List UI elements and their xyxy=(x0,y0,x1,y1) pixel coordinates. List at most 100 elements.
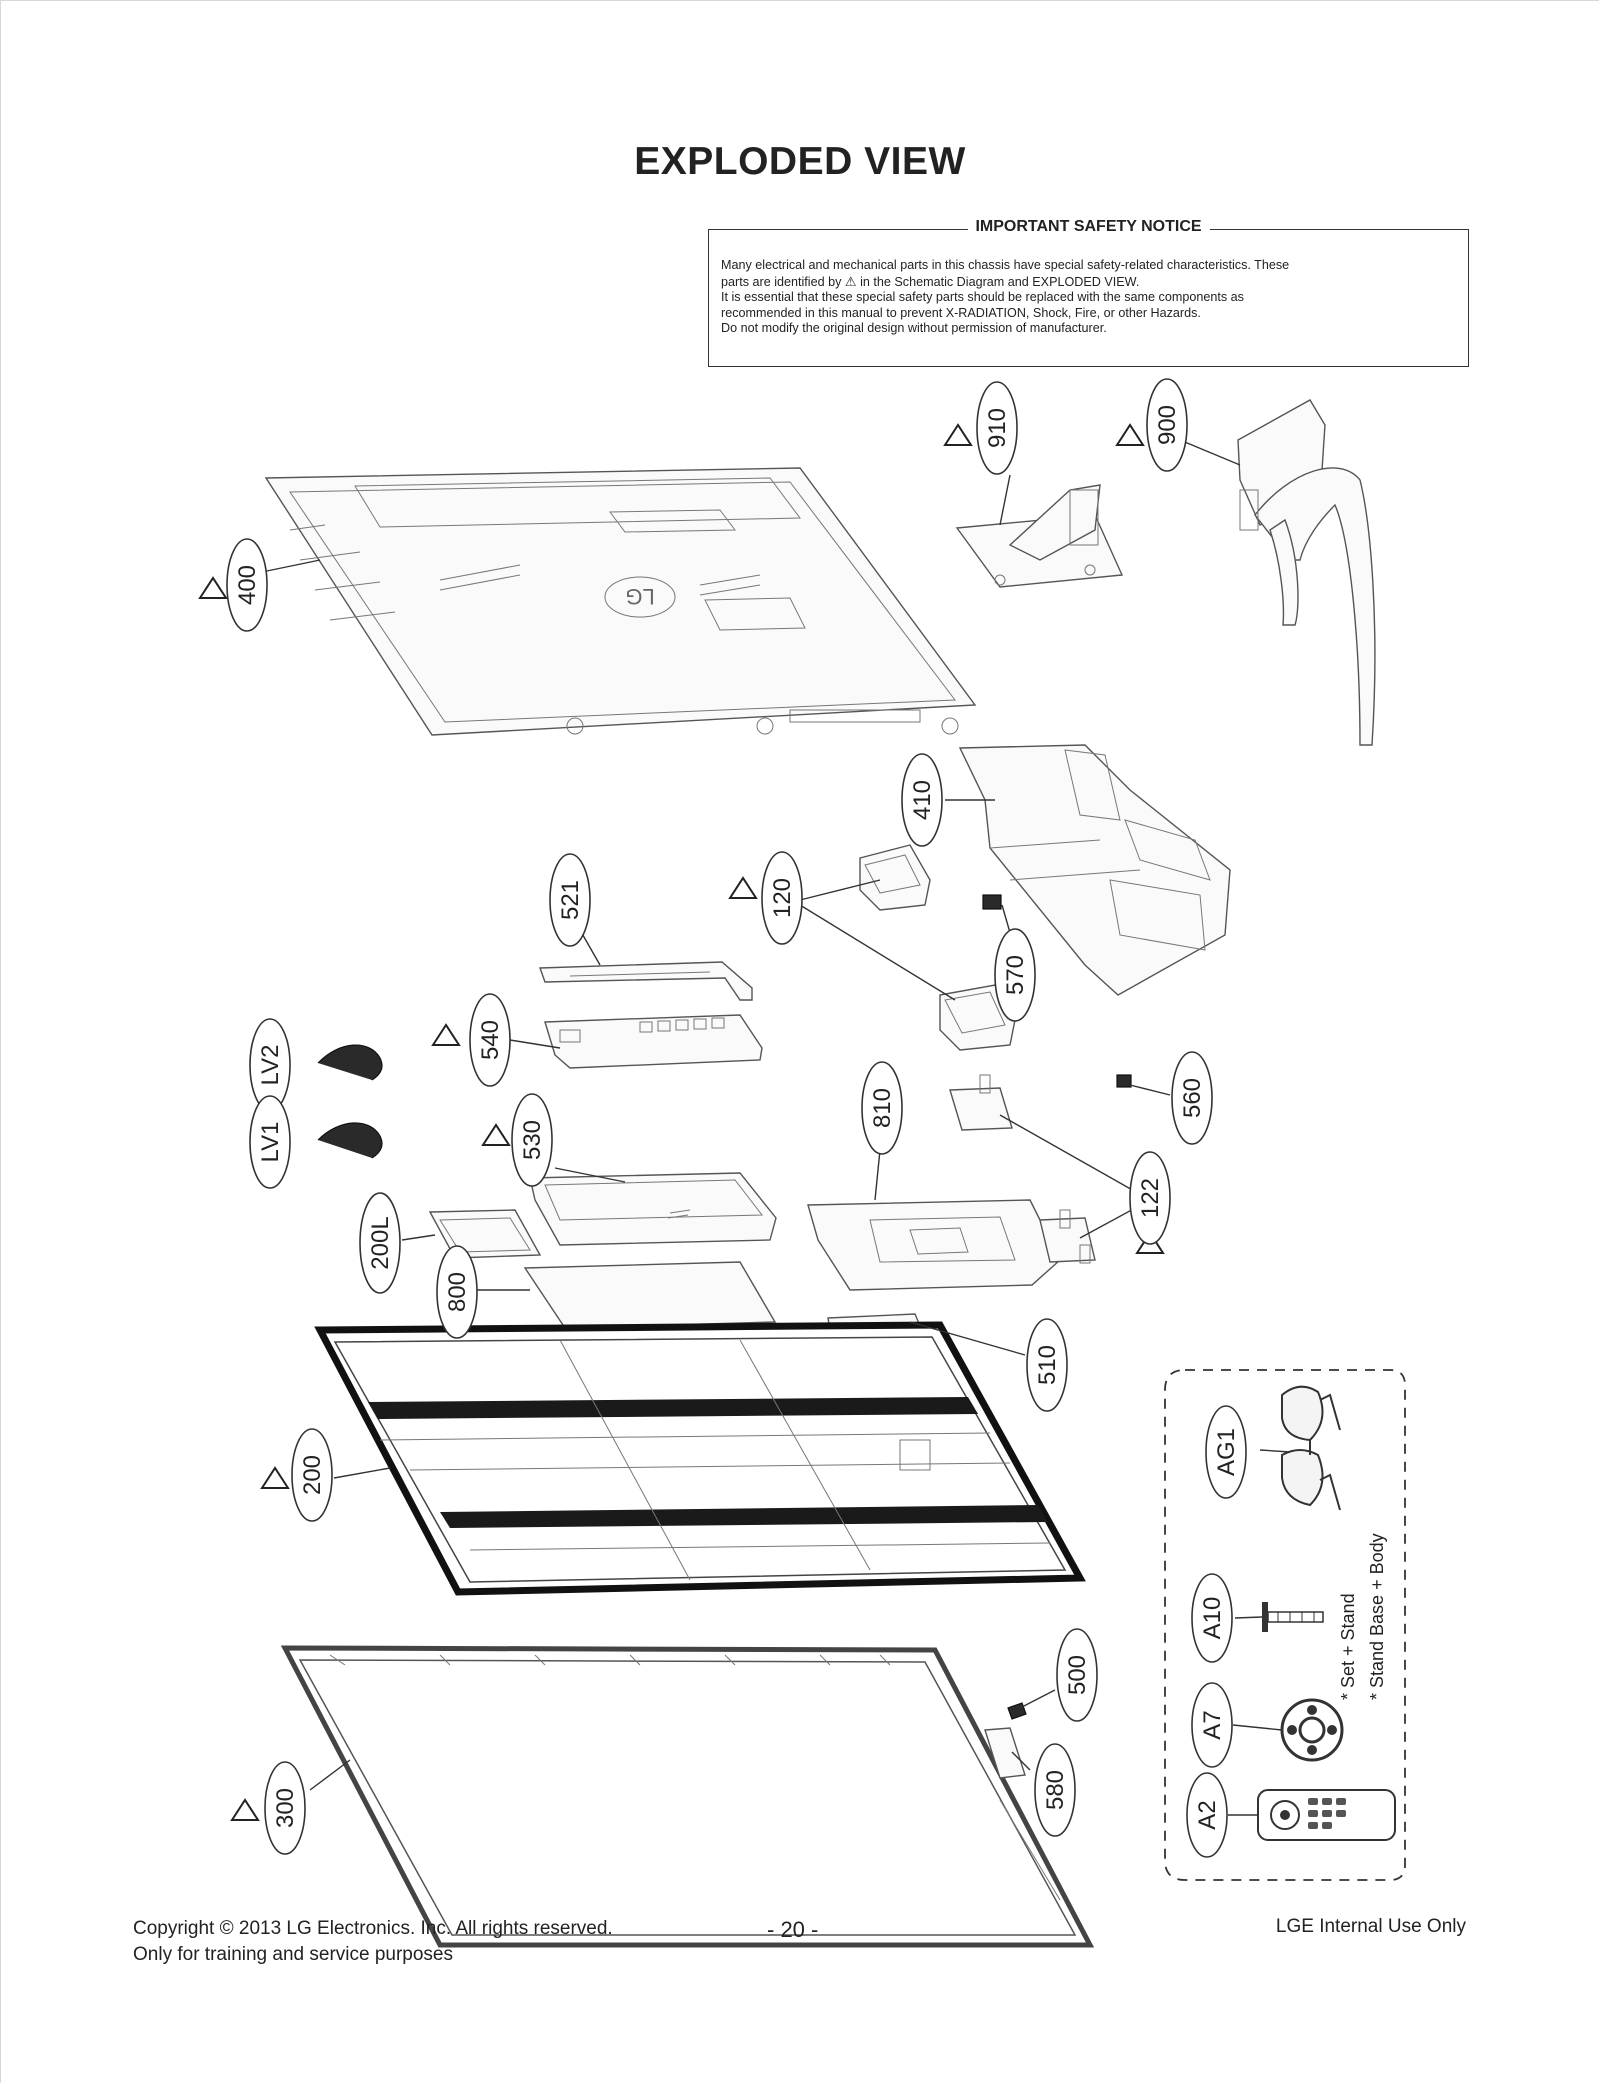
part-910-stand-neck xyxy=(955,484,1124,588)
footer-copyright: Copyright © 2013 LG Electronics. Inc. Al… xyxy=(133,1918,613,1939)
warning-icon-300 xyxy=(230,1798,260,1821)
callout-a7: A7 xyxy=(1191,1682,1233,1768)
part-540-main-board xyxy=(544,1014,763,1069)
callout-a10: A10 xyxy=(1191,1573,1233,1663)
svg-text:400: 400 xyxy=(234,565,261,605)
page-title: EXPLODED VIEW xyxy=(634,140,966,183)
safety-notice-box: IMPORTANT SAFETY NOTICE Many electrical … xyxy=(708,218,1469,367)
safety-notice-heading: IMPORTANT SAFETY NOTICE xyxy=(967,218,1210,236)
part-lv1-cable xyxy=(317,1122,383,1159)
callout-410: 410 xyxy=(901,753,943,847)
part-200-module-frame xyxy=(314,1321,1086,1596)
svg-text:120: 120 xyxy=(769,878,796,918)
part-200l-module xyxy=(428,1209,542,1259)
callout-a2: A2 xyxy=(1186,1772,1228,1858)
footer-page-number: - 20 - xyxy=(767,1917,819,1942)
accessory-note-stand-base: * Stand Base + Body xyxy=(1367,1533,1387,1700)
part-120-speakers xyxy=(859,844,1016,1051)
svg-text:200: 200 xyxy=(299,1455,326,1495)
notice-line-1: Many electrical and mechanical parts in … xyxy=(721,258,1290,272)
callout-810: 810 xyxy=(861,1061,903,1155)
callout-521: 521 xyxy=(549,853,591,947)
callout-122: 122 xyxy=(1129,1151,1171,1245)
part-521-bracket xyxy=(539,961,753,1001)
warning-icon-540 xyxy=(431,1023,461,1046)
callout-ag1: AG1 xyxy=(1205,1405,1247,1499)
part-900-stand xyxy=(1237,399,1376,746)
part-580-board xyxy=(984,1727,1026,1779)
svg-text:200L: 200L xyxy=(367,1216,394,1269)
warning-triangle-icon: ⚠ xyxy=(844,273,857,289)
svg-text:521: 521 xyxy=(557,880,584,920)
warning-icon-910 xyxy=(943,423,973,446)
svg-text:570: 570 xyxy=(1002,955,1029,995)
notice-line-2-post: in the Schematic Diagram and EXPLODED VI… xyxy=(860,274,1140,289)
notice-line-5: Do not modify the original design withou… xyxy=(721,321,1107,335)
callout-510: 510 xyxy=(1026,1318,1068,1412)
footer-left: Copyright © 2013 LG Electronics. Inc. Al… xyxy=(133,1916,613,1968)
accessories-box xyxy=(1164,1369,1406,1881)
warning-icon-900 xyxy=(1115,423,1145,446)
a7-knob-icon xyxy=(1280,1698,1344,1762)
part-lv2-cable xyxy=(317,1044,383,1081)
svg-text:810: 810 xyxy=(869,1088,896,1128)
callout-900: 900 xyxy=(1146,378,1188,472)
svg-text:A7: A7 xyxy=(1199,1710,1226,1739)
svg-text:LV2: LV2 xyxy=(257,1045,284,1086)
svg-text:900: 900 xyxy=(1154,405,1181,445)
warning-icon-400 xyxy=(198,576,228,599)
callout-570: 570 xyxy=(994,928,1036,1022)
callout-300: 300 xyxy=(264,1761,306,1855)
svg-text:A2: A2 xyxy=(1194,1800,1221,1829)
callout-800: 800 xyxy=(436,1245,478,1339)
warning-icon-530 xyxy=(481,1123,511,1146)
lg-logo: LG xyxy=(625,584,654,609)
svg-text:300: 300 xyxy=(272,1788,299,1828)
svg-text:580: 580 xyxy=(1042,1770,1069,1810)
warning-icon-120 xyxy=(728,876,758,899)
notice-line-2: parts are identified by ⚠ in the Schemat… xyxy=(721,274,1456,291)
footer-purpose: Only for training and service purposes xyxy=(133,1944,453,1965)
part-560-clip xyxy=(1116,1074,1132,1088)
callout-540: 540 xyxy=(469,993,511,1087)
svg-text:410: 410 xyxy=(909,780,936,820)
part-410-rear-bracket xyxy=(958,744,1231,996)
a2-remote-icon xyxy=(1257,1789,1396,1841)
svg-text:560: 560 xyxy=(1179,1078,1206,1118)
ag1-glasses-icon xyxy=(1281,1385,1341,1511)
svg-text:910: 910 xyxy=(984,408,1011,448)
svg-text:LV1: LV1 xyxy=(257,1122,284,1163)
a10-screw-icon xyxy=(1262,1602,1324,1632)
callout-910: 910 xyxy=(976,381,1018,475)
svg-text:122: 122 xyxy=(1137,1178,1164,1218)
warning-icon-200 xyxy=(260,1466,290,1489)
svg-text:AG1: AG1 xyxy=(1213,1428,1240,1476)
part-810-bracket-frame xyxy=(807,1199,1061,1291)
part-800-sheet xyxy=(523,1261,777,1329)
safety-notice-body: Many electrical and mechanical parts in … xyxy=(721,258,1456,337)
svg-text:540: 540 xyxy=(477,1020,504,1060)
callout-120: 120 xyxy=(761,851,803,945)
part-400-back-cover: LG xyxy=(264,467,977,736)
callout-200: 200 xyxy=(291,1428,333,1522)
svg-text:500: 500 xyxy=(1064,1655,1091,1695)
accessory-note-set-stand: * Set + Stand xyxy=(1338,1593,1358,1700)
callout-530: 530 xyxy=(511,1093,553,1187)
part-530-power-board xyxy=(529,1172,777,1246)
part-300-front-cover xyxy=(280,1645,1095,1948)
svg-text:A10: A10 xyxy=(1199,1597,1226,1640)
part-570-connector xyxy=(982,894,1002,910)
callout-400: 400 xyxy=(226,538,268,632)
part-500-clip xyxy=(1007,1702,1027,1720)
notice-line-3: It is essential that these special safet… xyxy=(721,290,1244,304)
svg-text:510: 510 xyxy=(1034,1345,1061,1385)
notice-line-2-pre: parts are identified by xyxy=(721,274,842,289)
warning-triangles xyxy=(198,423,1165,1821)
footer-internal-use: LGE Internal Use Only xyxy=(1275,1916,1466,1937)
svg-text:530: 530 xyxy=(519,1120,546,1160)
callout-500: 500 xyxy=(1056,1628,1098,1722)
notice-line-4: recommended in this manual to prevent X-… xyxy=(721,305,1201,320)
svg-text:800: 800 xyxy=(444,1272,471,1312)
